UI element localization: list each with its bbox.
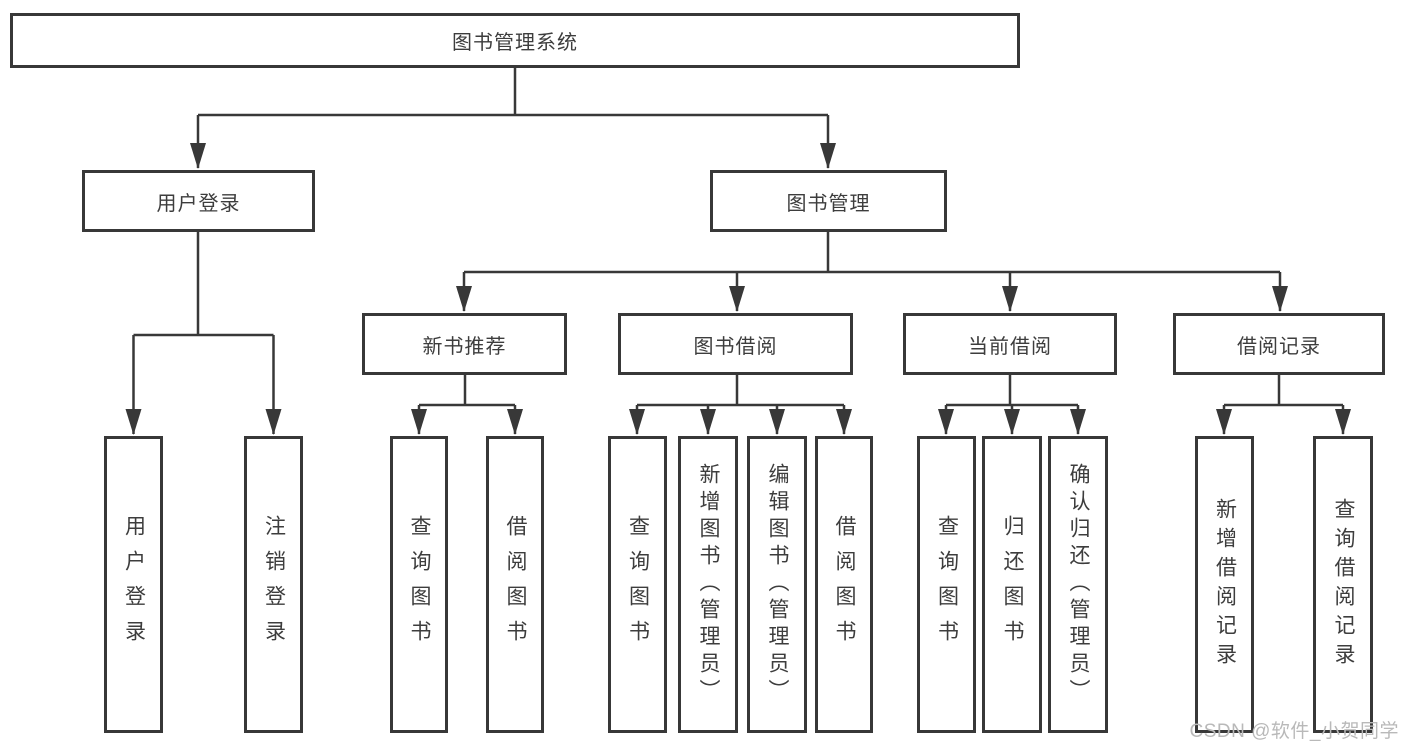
csdn-watermark: CSDN @软件_小贺同学 xyxy=(1189,721,1399,742)
leaf-logout: 注销登录 xyxy=(244,436,303,733)
leaf-label: 用户登录 xyxy=(122,514,146,655)
leaf-borrow-books-borrowing: 借阅图书 xyxy=(815,436,873,733)
leaf-borrow-books-recommend: 借阅图书 xyxy=(486,436,544,733)
leaf-label: 借阅图书 xyxy=(833,514,856,655)
node-label: 当前借阅 xyxy=(968,335,1052,358)
leaf-label: 查询借阅记录 xyxy=(1332,497,1355,672)
node-label: 借阅记录 xyxy=(1237,335,1321,358)
leaf-return-books: 归还图书 xyxy=(982,436,1042,733)
node-book-borrowing: 图书借阅 xyxy=(618,313,853,375)
leaf-label: 新增图书（管理员） xyxy=(697,463,720,706)
leaf-label: 注销登录 xyxy=(262,514,286,655)
leaf-edit-books-admin: 编辑图书（管理员） xyxy=(747,436,807,733)
leaf-add-books-admin: 新增图书（管理员） xyxy=(678,436,738,733)
leaf-confirm-return-admin: 确认归还（管理员） xyxy=(1048,436,1108,733)
leaf-query-borrow-record: 查询借阅记录 xyxy=(1313,436,1373,733)
leaf-label: 借阅图书 xyxy=(504,514,527,655)
leaf-label: 新增借阅记录 xyxy=(1213,497,1237,672)
node-library-management-system: 图书管理系统 xyxy=(10,13,1020,68)
node-borrowing-records: 借阅记录 xyxy=(1173,313,1385,375)
node-label: 图书管理系统 xyxy=(452,32,578,54)
leaf-label: 查询图书 xyxy=(935,514,959,655)
node-user-login: 用户登录 xyxy=(82,170,315,232)
leaf-label: 查询图书 xyxy=(408,514,431,655)
node-current-borrowing: 当前借阅 xyxy=(903,313,1117,375)
leaf-label: 编辑图书（管理员） xyxy=(766,463,789,706)
leaf-add-borrow-record: 新增借阅记录 xyxy=(1195,436,1254,733)
leaf-label: 确认归还（管理员） xyxy=(1067,463,1090,706)
node-label: 新书推荐 xyxy=(422,335,507,358)
leaf-label: 归还图书 xyxy=(1001,514,1024,655)
node-label: 图书借阅 xyxy=(693,335,778,358)
node-new-book-recommendation: 新书推荐 xyxy=(362,313,567,375)
leaf-user-login: 用户登录 xyxy=(104,436,163,733)
leaf-query-books-borrowing: 查询图书 xyxy=(608,436,667,733)
node-label: 用户登录 xyxy=(156,192,241,215)
node-label: 图书管理 xyxy=(786,192,871,215)
leaf-label: 查询图书 xyxy=(626,514,650,655)
node-book-management: 图书管理 xyxy=(710,170,947,232)
leaf-query-books-current: 查询图书 xyxy=(917,436,976,733)
leaf-query-books-recommend: 查询图书 xyxy=(390,436,448,733)
